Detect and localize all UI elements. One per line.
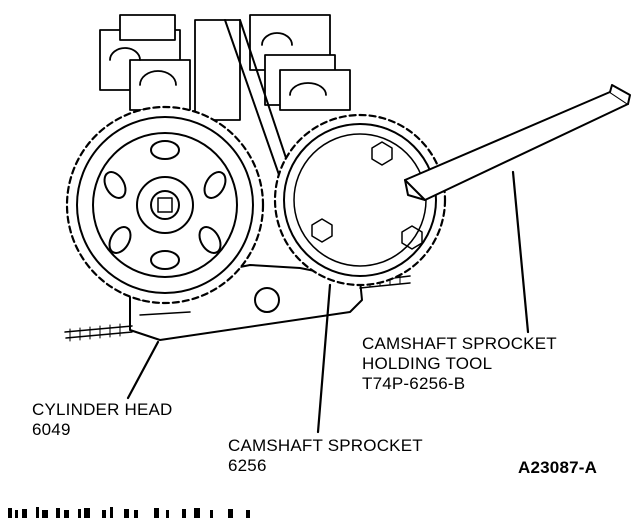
head-stud bbox=[64, 325, 133, 339]
cropped-caption-strip bbox=[8, 507, 250, 518]
figure-reference: A23087-A bbox=[518, 458, 598, 477]
leader-cylinder-head bbox=[126, 340, 160, 400]
right-camshaft-sprocket bbox=[273, 113, 447, 287]
cylinder-head-number: 6049 bbox=[32, 420, 71, 439]
left-camshaft-sprocket bbox=[65, 105, 265, 305]
holding-tool-number: T74P-6256-B bbox=[362, 374, 466, 393]
camshaft-sprocket-number: 6256 bbox=[228, 456, 267, 475]
holding-tool-bar bbox=[404, 84, 631, 201]
holding-tool-name-line2: HOLDING TOOL bbox=[362, 354, 493, 373]
cam-caps bbox=[99, 14, 351, 236]
leader-holding-tool bbox=[511, 170, 530, 334]
camshaft-sprocket-name: CAMSHAFT SPROCKET bbox=[228, 436, 423, 455]
leader-sprocket bbox=[316, 283, 332, 434]
cylinder-head-name: CYLINDER HEAD bbox=[32, 400, 173, 419]
holding-tool-name-line1: CAMSHAFT SPROCKET bbox=[362, 334, 557, 353]
